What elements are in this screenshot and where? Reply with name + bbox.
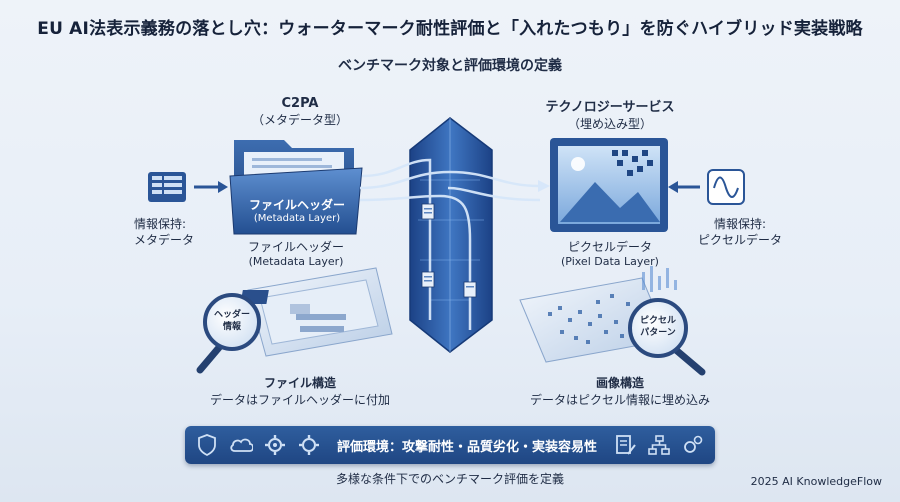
left-name: C2PA xyxy=(281,96,319,111)
credit: 2025 AI KnowledgeFlow xyxy=(750,475,882,488)
page-title: EU AI法表示義務の落とし穴：ウォーターマーク耐性評価と「入れたつもり」を防ぐ… xyxy=(37,19,863,39)
gears-icon xyxy=(681,433,705,457)
left-structure-caption: ファイル構造 データはファイルヘッダーに付加 xyxy=(170,374,430,408)
left-info-label-1: 情報保持: xyxy=(134,217,187,231)
evaluation-bar: 評価環境：攻撃耐性・品質劣化・実装容易性 xyxy=(185,426,715,464)
folder-label-main: ファイルヘッダー xyxy=(248,198,345,212)
right-layer-label: ピクセルデータ (Pixel Data Layer) xyxy=(530,238,690,268)
left-magnifier-text-1: ヘッダー xyxy=(213,310,250,320)
right-info-label: 情報保持: ピクセルデータ xyxy=(690,216,790,248)
left-layer-label-main: ファイルヘッダー xyxy=(247,240,344,254)
right-layer-label-sub: (Pixel Data Layer) xyxy=(561,255,659,268)
arrow-right-icon xyxy=(538,180,550,192)
folder-label-sub: (Metadata Layer) xyxy=(253,213,341,224)
document-icon xyxy=(421,203,435,220)
left-type: （メタデータ型） xyxy=(251,113,348,127)
folder-icon xyxy=(229,140,363,235)
right-info-label-1: 情報保持: xyxy=(713,217,767,231)
waveform-icon xyxy=(707,169,745,205)
left-magnifier-text: ヘッダー 情報 xyxy=(208,309,256,333)
gear-icon xyxy=(263,433,287,457)
magnifier-icon xyxy=(628,298,706,376)
page-subtitle: ベンチマーク対象と評価環境の定義 xyxy=(338,58,562,74)
right-structure-title: 画像構造 xyxy=(595,376,644,390)
image-icon xyxy=(550,138,668,232)
data-stack-icon xyxy=(148,172,186,202)
shield-icon xyxy=(195,433,219,457)
left-info-label-2: メタデータ xyxy=(134,233,195,247)
document-edit-icon xyxy=(613,433,637,457)
right-magnifier-text-2: パターン xyxy=(640,328,676,338)
evaluation-bar-text: 評価環境：攻撃耐性・品質劣化・実装容易性 xyxy=(336,439,597,455)
cloud-icon xyxy=(229,433,253,457)
arrow-left-icon xyxy=(668,181,700,193)
magnifier-icon xyxy=(196,293,261,374)
flow-lines xyxy=(359,158,541,330)
left-layer-label: ファイルヘッダー (Metadata Layer) xyxy=(224,238,368,268)
central-pillar xyxy=(409,117,493,353)
right-magnifier-text: ピクセル パターン xyxy=(633,315,683,339)
arrow-right-icon xyxy=(194,181,228,193)
left-info-label: 情報保持: メタデータ xyxy=(134,216,214,248)
left-header: C2PA （メタデータ型） xyxy=(230,96,370,128)
right-structure-desc: データはピクセル情報に埋め込み xyxy=(529,393,710,407)
left-layer-label-sub: (Metadata Layer) xyxy=(248,255,344,268)
footer-caption: 多様な条件下でのベンチマーク評価を定義 xyxy=(335,472,564,486)
right-info-label-2: ピクセルデータ xyxy=(697,233,782,247)
left-structure-title: ファイル構造 xyxy=(263,376,336,390)
file-structure-platform xyxy=(240,267,393,357)
right-type: （埋め込み型） xyxy=(567,117,652,131)
folder-label: ファイルヘッダー (Metadata Layer) xyxy=(238,196,356,224)
right-magnifier-text-1: ピクセル xyxy=(639,316,676,326)
right-structure-caption: 画像構造 データはピクセル情報に埋め込み xyxy=(490,374,750,408)
left-structure-desc: データはファイルヘッダーに付加 xyxy=(209,393,390,407)
document-icon xyxy=(421,271,435,288)
right-header: テクノロジーサービス （埋め込み型） xyxy=(525,96,695,132)
left-magnifier-text-2: 情報 xyxy=(222,322,241,332)
hierarchy-icon xyxy=(647,433,671,457)
document-icon xyxy=(463,281,477,298)
gear-icon xyxy=(297,433,321,457)
right-layer-label-main: ピクセルデータ xyxy=(567,240,652,254)
right-name: テクノロジーサービス xyxy=(545,100,675,115)
